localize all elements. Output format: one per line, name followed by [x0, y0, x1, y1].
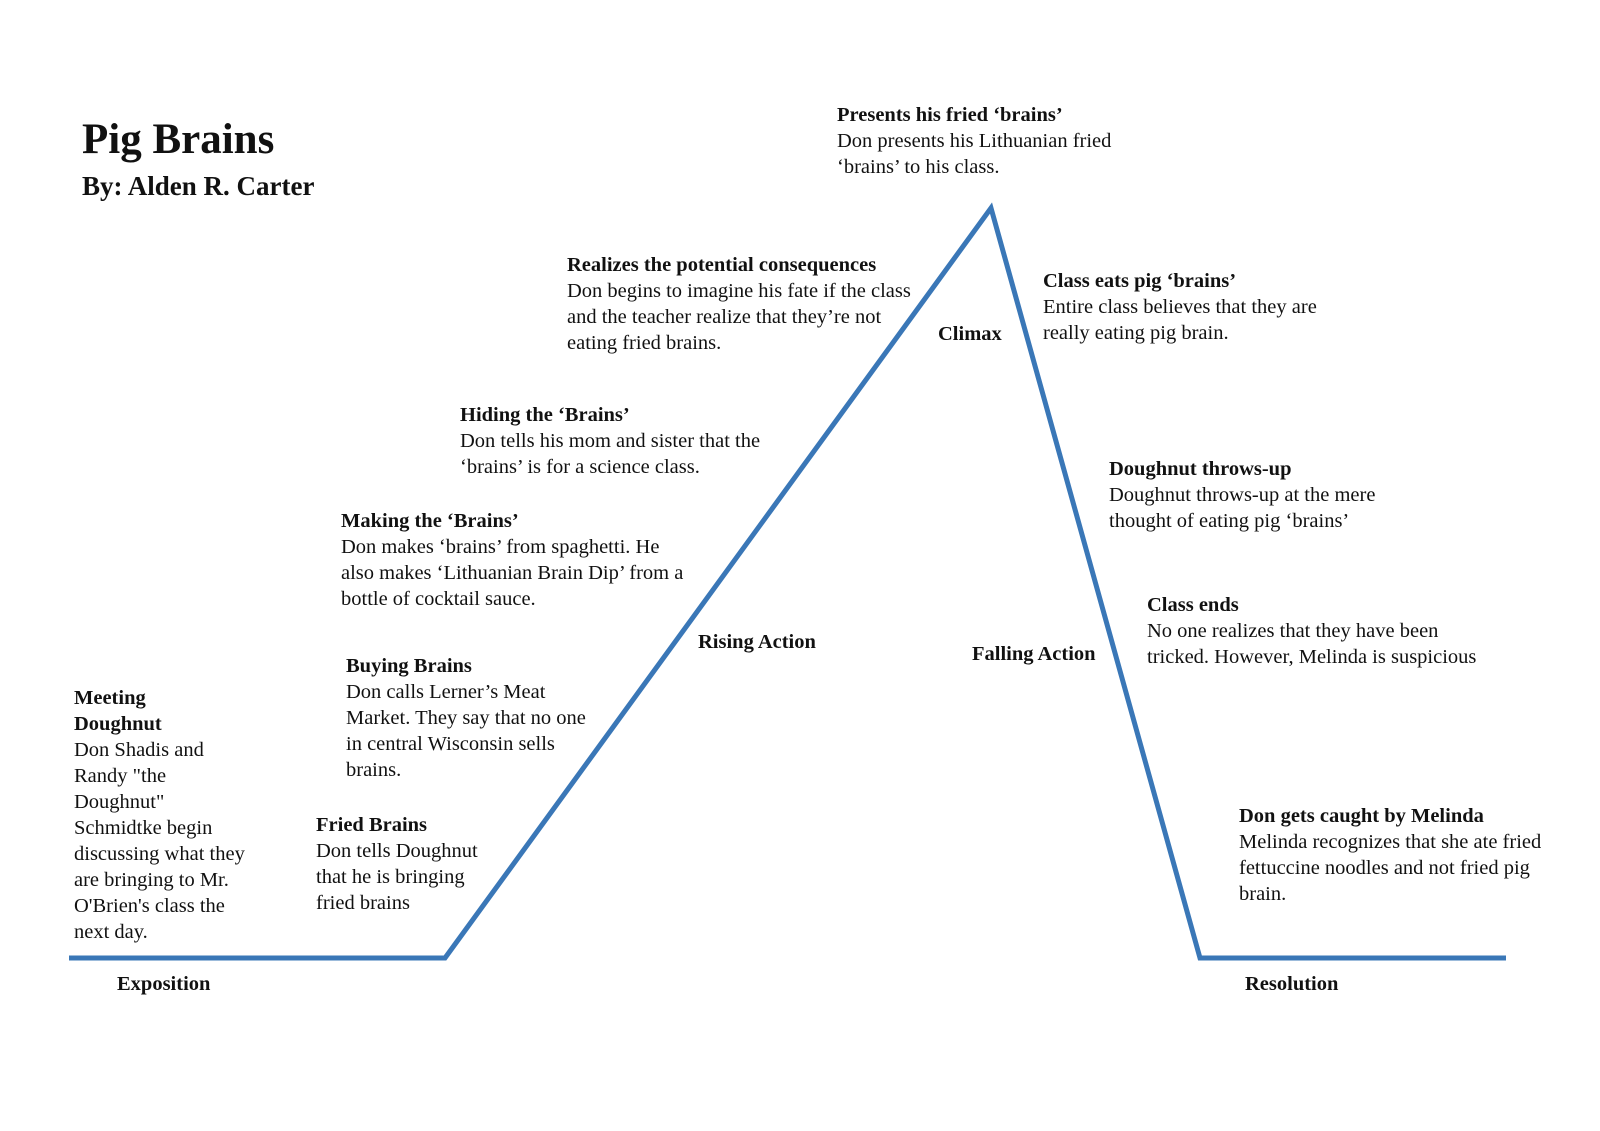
event-description: Doughnut throws-up at the mere thought o…: [1109, 484, 1376, 532]
stage-rising-action: Rising Action: [698, 631, 816, 653]
event-title: Presents his fried ‘brains’: [837, 104, 1063, 126]
event-description: Don tells his mom and sister that the ‘b…: [460, 430, 761, 478]
event-description: No one realizes that they have been tric…: [1147, 620, 1477, 668]
stage-resolution: Resolution: [1245, 973, 1339, 995]
event-class-eats: Class eats pig ‘brains’ Entire class bel…: [1043, 268, 1363, 346]
event-title: Realizes the potential consequences: [567, 254, 877, 276]
event-title: Class ends: [1147, 594, 1239, 616]
event-description: Don Shadis and Randy "the Doughnut" Schm…: [74, 739, 245, 943]
page-title: Pig Brains: [82, 116, 275, 163]
event-caught-by-melinda: Don gets caught by Melinda Melinda recog…: [1239, 803, 1544, 907]
event-title: Hiding the ‘Brains’: [460, 404, 630, 426]
event-fried-brains: Fried Brains Don tells Doughnut that he …: [316, 812, 484, 916]
event-title: Making the ‘Brains’: [341, 510, 519, 532]
event-title: Buying Brains: [346, 655, 472, 677]
stage-exposition: Exposition: [117, 973, 211, 995]
event-realizes-consequences: Realizes the potential consequences Don …: [567, 252, 919, 356]
event-description: Don makes ‘brains’ from spaghetti. He al…: [341, 536, 684, 610]
event-class-ends: Class ends No one realizes that they hav…: [1147, 592, 1492, 670]
event-description: Don tells Doughnut that he is bringing f…: [316, 840, 478, 914]
event-description: Don presents his Lithuanian fried ‘brain…: [837, 130, 1112, 178]
event-description: Don calls Lerner’s Meat Market. They say…: [346, 681, 586, 781]
event-description: Melinda recognizes that she ate fried fe…: [1239, 831, 1542, 905]
author-byline: By: Alden R. Carter: [82, 171, 315, 201]
event-title: Doughnut throws-up: [1109, 458, 1292, 480]
event-description: Entire class believes that they are real…: [1043, 296, 1317, 344]
event-title: Don gets caught by Melinda: [1239, 805, 1484, 827]
stage-climax: Climax: [938, 323, 1002, 345]
stage-falling-action: Falling Action: [972, 643, 1096, 665]
event-buying-brains: Buying Brains Don calls Lerner’s Meat Ma…: [346, 653, 591, 783]
event-hiding-brains: Hiding the ‘Brains’ Don tells his mom an…: [460, 402, 810, 480]
event-title: Fried Brains: [316, 814, 428, 836]
event-title: Meeting Doughnut: [74, 687, 162, 735]
event-description: Don begins to imagine his fate if the cl…: [567, 280, 911, 354]
event-making-brains: Making the ‘Brains’ Don makes ‘brains’ f…: [341, 508, 686, 612]
event-meeting-doughnut: Meeting Doughnut Don Shadis and Randy "t…: [74, 685, 254, 945]
event-doughnut-throws-up: Doughnut throws-up Doughnut throws-up at…: [1109, 456, 1429, 534]
event-presents-brains: Presents his fried ‘brains’ Don presents…: [837, 102, 1157, 180]
plot-mountain-line: [69, 202, 1506, 961]
event-title: Class eats pig ‘brains’: [1043, 270, 1237, 292]
